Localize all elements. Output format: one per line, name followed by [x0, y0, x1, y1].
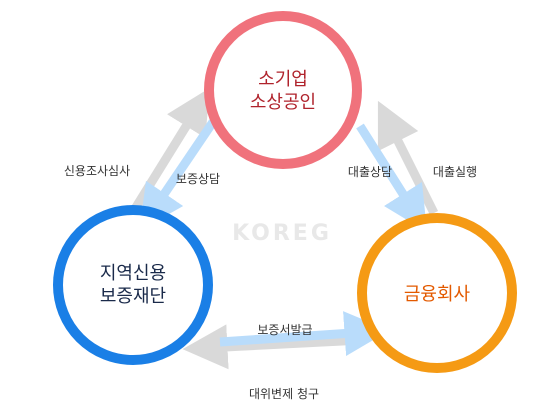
arrow-subrogation-claim: [182, 324, 363, 370]
arrow-guarantee-issue: [219, 311, 390, 356]
node-small-business-line2: 소상공인: [250, 92, 316, 113]
arrow-guarantee-consult: [139, 119, 217, 231]
node-credit-guarantee-foundation-circle: [53, 205, 213, 365]
node-small-business-circle: [204, 11, 362, 169]
label-guarantee-issue: 보증서발급: [257, 323, 312, 337]
node-financial-company-circle: [357, 213, 517, 373]
node-financial-company: 금융회사: [357, 213, 517, 373]
node-credit-guarantee-foundation-line1: 지역신용: [100, 263, 166, 284]
label-subrogation-claim: 대위변제 청구: [249, 387, 319, 401]
node-credit-guarantee-foundation-line2: 보증재단: [100, 286, 166, 307]
node-credit-guarantee-foundation: 지역신용 보증재단: [53, 205, 213, 365]
label-guarantee-consult: 보증상담: [176, 172, 220, 186]
watermark-logo: KOREG: [232, 221, 332, 246]
node-small-business: 소기업 소상공인: [204, 11, 362, 169]
label-loan-consult: 대출상담: [348, 165, 392, 179]
arrow-loan-consult: [356, 123, 428, 233]
node-small-business-line1: 소기업: [258, 69, 308, 90]
node-financial-company-label: 금융회사: [404, 284, 471, 305]
label-credit-review: 신용조사심사: [64, 164, 130, 178]
label-loan-execution: 대출실행: [433, 164, 477, 179]
